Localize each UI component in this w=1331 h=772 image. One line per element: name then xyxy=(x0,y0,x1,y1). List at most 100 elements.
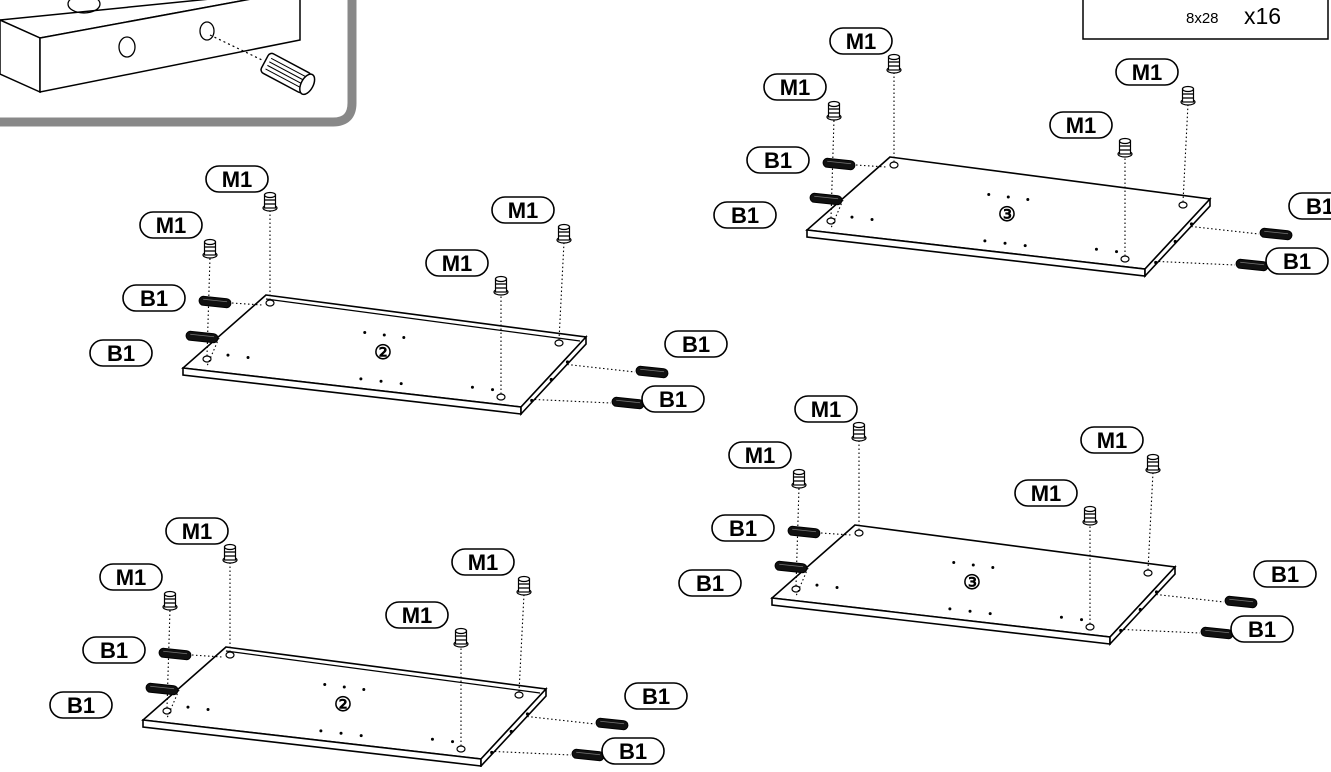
cam-lock-icon xyxy=(202,238,218,259)
svg-text:B1: B1 xyxy=(107,341,135,366)
label-m1: M1 xyxy=(165,517,229,545)
edge-hole xyxy=(525,712,530,716)
leader-line xyxy=(494,750,572,756)
svg-text:M1: M1 xyxy=(1132,60,1163,85)
label-b1: B1 xyxy=(1230,615,1294,643)
leader-line xyxy=(1191,225,1260,235)
pin-hole xyxy=(470,385,474,389)
pin-hole xyxy=(206,707,210,711)
svg-text:M1: M1 xyxy=(116,565,147,590)
svg-text:B1: B1 xyxy=(682,332,710,357)
svg-text:B1: B1 xyxy=(619,739,647,764)
label-b1: B1 xyxy=(678,569,742,597)
svg-text:M1: M1 xyxy=(442,251,473,276)
pin-hole xyxy=(359,734,363,738)
label-b1: B1 xyxy=(49,691,113,719)
label-b1: B1 xyxy=(746,146,810,174)
cam-lock-icon xyxy=(791,468,807,489)
label-m1: M1 xyxy=(205,165,269,193)
cam-lock-icon xyxy=(1117,137,1133,158)
label-m1: M1 xyxy=(794,395,858,423)
edge-hole xyxy=(509,729,513,734)
pin-hole xyxy=(1094,247,1098,251)
label-m1: M1 xyxy=(99,563,163,591)
label-b1: B1 xyxy=(1288,192,1331,220)
parts-box: 8x28 x16 xyxy=(1082,0,1329,40)
leader-line xyxy=(558,241,565,341)
edge-hole xyxy=(1154,260,1158,265)
label-b1: B1 xyxy=(89,339,153,367)
leader-line xyxy=(1123,628,1201,634)
cam-lock-icon xyxy=(453,627,469,648)
pin-hole xyxy=(323,683,327,687)
svg-text:B1: B1 xyxy=(764,148,792,173)
svg-text:B1: B1 xyxy=(659,387,687,412)
cam-lock-icon xyxy=(556,223,572,244)
pin-hole xyxy=(342,685,346,689)
inset-dowel-icon xyxy=(260,52,316,96)
pin-hole xyxy=(359,377,363,381)
label-b1: B1 xyxy=(624,682,688,710)
panel-side-edge xyxy=(1109,564,1176,647)
cam-hole xyxy=(456,745,466,753)
label-b1: B1 xyxy=(122,284,186,312)
svg-text:M1: M1 xyxy=(468,550,499,575)
pin-hole xyxy=(491,388,495,392)
pin-hole xyxy=(382,333,386,337)
leader-line xyxy=(518,593,525,693)
leader-line xyxy=(795,567,809,597)
dowel-detail-inset xyxy=(0,0,357,127)
pin-hole xyxy=(186,705,190,709)
cam-lock-icon xyxy=(262,191,278,212)
pin-hole xyxy=(1115,250,1119,254)
cam-lock-icon xyxy=(851,421,867,442)
pin-hole xyxy=(968,609,972,613)
label-m1: M1 xyxy=(1049,111,1113,139)
leader-line xyxy=(534,398,612,404)
dowel-icon xyxy=(158,647,192,661)
pin-hole xyxy=(430,737,434,741)
edge-hole xyxy=(1189,222,1194,226)
edge-hole xyxy=(1138,607,1142,612)
svg-text:B1: B1 xyxy=(696,571,724,596)
pin-hole xyxy=(402,335,406,339)
svg-text:B1: B1 xyxy=(1283,249,1311,274)
pin-hole xyxy=(971,563,975,567)
pin-hole xyxy=(399,382,403,386)
leader-line xyxy=(191,654,223,658)
cam-hole xyxy=(554,339,564,347)
cam-hole xyxy=(225,651,235,659)
panel-side-edge xyxy=(480,686,547,769)
svg-text:B1: B1 xyxy=(642,684,670,709)
cam-hole xyxy=(514,691,524,699)
dowel-icon xyxy=(595,717,629,731)
label-b1: B1 xyxy=(601,737,665,765)
cam-hole xyxy=(1178,201,1188,209)
label-m1: M1 xyxy=(1115,58,1179,86)
cam-lock-icon xyxy=(222,543,238,564)
pin-hole xyxy=(988,612,992,616)
pin-hole xyxy=(835,585,839,589)
svg-text:B1: B1 xyxy=(729,516,757,541)
dowel-icon xyxy=(1224,595,1258,609)
leader-line xyxy=(820,532,852,536)
svg-text:B1: B1 xyxy=(1306,194,1331,219)
svg-text:M1: M1 xyxy=(402,603,433,628)
pin-hole xyxy=(379,379,383,383)
label-m1: M1 xyxy=(451,548,515,576)
pin-hole xyxy=(1023,244,1027,248)
pin-hole xyxy=(870,217,874,221)
cam-hole xyxy=(854,529,864,537)
cam-hole xyxy=(1085,623,1095,631)
cam-hole xyxy=(1143,569,1153,577)
dowel-icon xyxy=(1235,258,1269,272)
leader-line xyxy=(855,164,887,168)
svg-text:M1: M1 xyxy=(508,198,539,223)
leader-line xyxy=(527,715,596,725)
svg-text:M1: M1 xyxy=(156,213,187,238)
edge-hole xyxy=(565,360,570,364)
svg-text:B1: B1 xyxy=(67,693,95,718)
